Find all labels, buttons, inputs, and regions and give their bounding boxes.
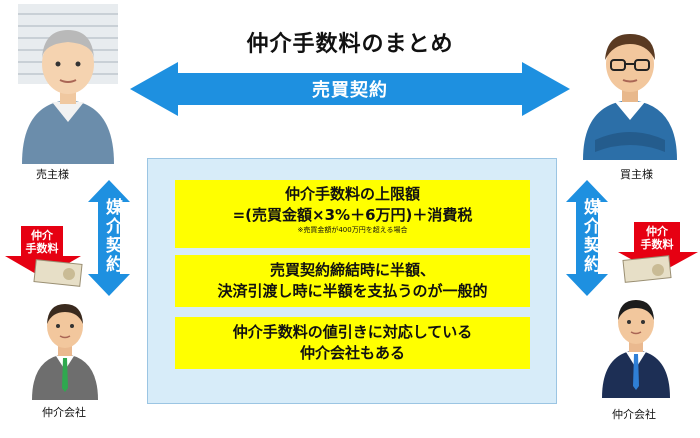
sales-contract-arrow: [130, 62, 570, 116]
right-brokerage-label: 媒介契約: [580, 198, 600, 274]
left-brokerage-label: 媒介契約: [102, 198, 122, 274]
left-fee-arrow: [5, 226, 83, 287]
diagram-title: 仲介手数料のまとめ: [246, 32, 454, 57]
discount-line-2: 仲介会社もある: [299, 344, 405, 362]
seller-illustration: [18, 4, 118, 164]
right-brokerage-arrow: [566, 180, 608, 296]
payment-timing-line-2: 決済引渡し時に半額を支払うのが一般的: [217, 282, 488, 300]
left-agent-illustration: [32, 304, 98, 400]
right-fee-line-2: 手数料: [640, 238, 674, 251]
left-brokerage-arrow: [88, 180, 130, 296]
payment-timing-line-1: 売買契約締結時に半額、: [269, 261, 435, 279]
seller-label: 売主様: [36, 168, 69, 181]
left-fee-line-1: 仲介: [31, 229, 53, 242]
fee-cap-note: ※売買金額が400万円を超える場合: [297, 226, 408, 234]
right-agent-illustration: [602, 300, 670, 398]
discount-box: 仲介手数料の値引きに対応している 仲介会社もある: [175, 317, 530, 369]
payment-timing-box: 売買契約締結時に半額、 決済引渡し時に半額を支払うのが一般的: [175, 255, 530, 307]
left-fee-label: 仲介 手数料: [21, 229, 63, 255]
fee-cap-title: 仲介手数料の上限額: [284, 185, 420, 203]
fee-cap-box: 仲介手数料の上限額 =(売買金額×3%＋6万円)＋消費税 ※売買金額が400万円…: [175, 180, 530, 248]
buyer-label: 買主様: [620, 168, 653, 181]
discount-line-1: 仲介手数料の値引きに対応している: [232, 323, 473, 341]
right-agent-label: 仲介会社: [612, 408, 656, 421]
buyer-illustration: [583, 34, 677, 160]
right-fee-arrow: [618, 222, 698, 283]
right-fee-label: 仲介 手数料: [634, 225, 680, 251]
left-fee-line-2: 手数料: [25, 242, 59, 255]
sales-contract-label: 売買契約: [312, 80, 388, 101]
left-agent-label: 仲介会社: [42, 406, 86, 419]
fee-cap-formula: =(売買金額×3%＋6万円)＋消費税: [232, 206, 473, 224]
right-fee-line-1: 仲介: [646, 225, 668, 238]
